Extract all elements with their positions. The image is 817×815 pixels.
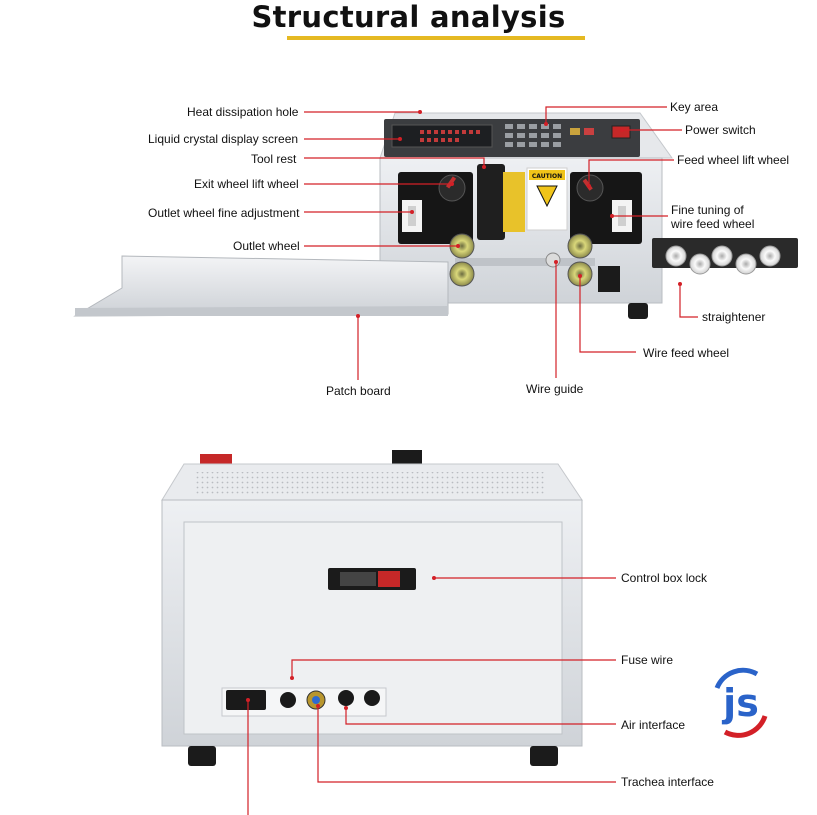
tool-rest-shape [477,164,505,240]
lcd-screen [391,124,493,148]
label-patch-board: Patch board [326,384,391,398]
label-key-area: Key area [670,100,719,114]
label-outlet-wheel: Outlet wheel [233,239,300,253]
label-feed-wheel-lift-wheel: Feed wheel lift wheel [677,153,790,167]
label-control-box-lock: Control box lock [621,571,708,585]
page-title: Structural analysis [251,0,566,34]
front-machine: CAUTION [73,112,798,319]
label-fine-tuning-line2: wire feed wheel [671,217,755,231]
guide-bar [455,258,595,266]
title-underline [287,36,585,40]
top-leader-lines [304,106,698,380]
label-power-switch: Power switch [685,123,756,137]
label-air-interface: Air interface [621,718,686,732]
logo-text: js [721,681,759,725]
bottom-leader-lines [247,577,616,815]
rear-machine [161,450,583,766]
label-wire-feed-wheel: Wire feed wheel [643,346,730,360]
label-outlet-wheel-fine-adjustment: Outlet wheel fine adjustment [148,206,300,220]
label-fine-tuning-line1: Fine tuning of [671,203,744,217]
keypad [505,124,594,147]
label-straightener: straightener [702,310,766,324]
label-tool-rest: Tool rest [251,152,297,166]
label-lcd-screen: Liquid crystal display screen [148,132,299,146]
label-wire-guide: Wire guide [526,382,584,396]
label-exit-wheel-lift-wheel: Exit wheel lift wheel [194,177,299,191]
label-heat-dissipation-hole: Heat dissipation hole [187,105,299,119]
label-trachea-interface: Trachea interface [621,775,714,789]
caution-text: CAUTION [532,173,562,180]
top-leader-dots [356,110,682,318]
power-switch-shape [611,125,631,139]
js-logo: js [714,667,768,738]
label-fuse-wire: Fuse wire [621,653,674,667]
lcd-segments [420,130,480,142]
